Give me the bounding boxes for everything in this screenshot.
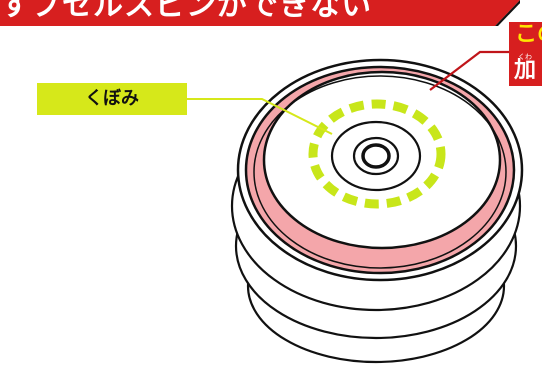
inner-disc <box>262 70 502 250</box>
recess-label: くぼみ <box>37 83 187 115</box>
callout-line2: 加 <box>514 58 537 83</box>
center-knob <box>330 120 422 192</box>
title-text: すプセルスピンができない <box>0 0 372 23</box>
callout-line1: この <box>515 22 542 47</box>
inner-disc-rim <box>253 75 507 269</box>
label-pointer-line <box>187 98 333 135</box>
recess-dashed-ring <box>308 99 446 209</box>
callout-box: この くわ 加 <box>509 22 542 86</box>
title-banner-shape <box>0 0 520 26</box>
callout-ruby: くわ <box>518 53 532 61</box>
callout-pointer-line <box>429 50 509 91</box>
title-banner: すプセルスピンができない <box>0 0 520 26</box>
